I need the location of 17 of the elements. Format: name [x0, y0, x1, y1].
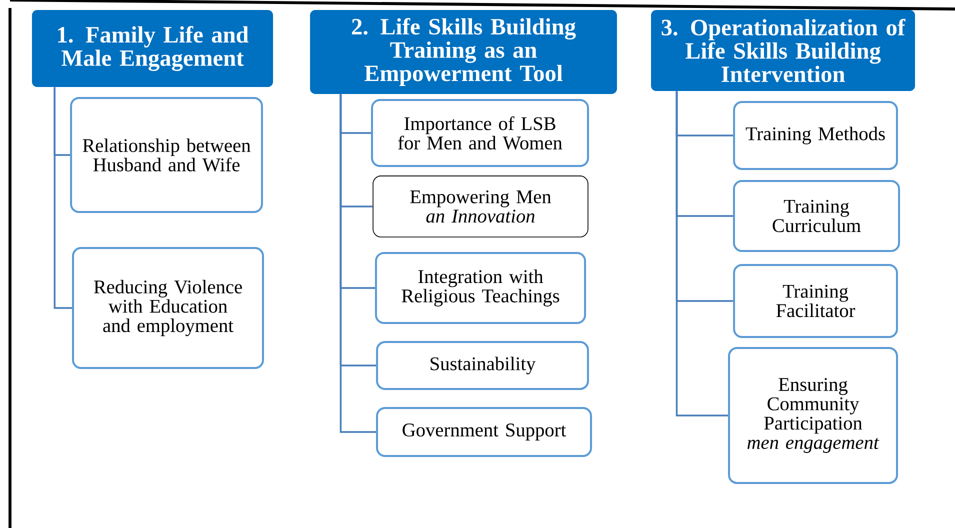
topic-box: Importance of LSB for Men and Women: [371, 99, 589, 167]
topic-box: Ensuring Community Participation men engagement: [728, 347, 898, 484]
heading-box: 3. Operationalization of Life Skills Building Intervention: [651, 10, 916, 92]
topic-box: Training Facilitator: [733, 264, 898, 338]
connector-line: [340, 94, 376, 433]
connector-line: [676, 91, 728, 416]
topic-box: Reducing Violence with Education and employment: [72, 247, 264, 369]
topic-box: Integration with Religious Teachings: [374, 252, 586, 324]
topic-box: Government Support: [376, 407, 592, 457]
connector-line: [54, 87, 72, 309]
topic-box: Training Methods: [733, 101, 898, 170]
topic-box: Sustainability: [376, 341, 589, 390]
topic-box: Empowering Men an Innovation: [372, 176, 588, 238]
heading-box: 2. Life Skills Building Training as an Empowerment Tool: [310, 10, 617, 94]
heading-box: 1. Family Life and Male Engagement: [32, 10, 274, 88]
topic-box: Training Curriculum: [732, 180, 900, 252]
topic-box: Relationship between Husband and Wife: [70, 97, 263, 213]
